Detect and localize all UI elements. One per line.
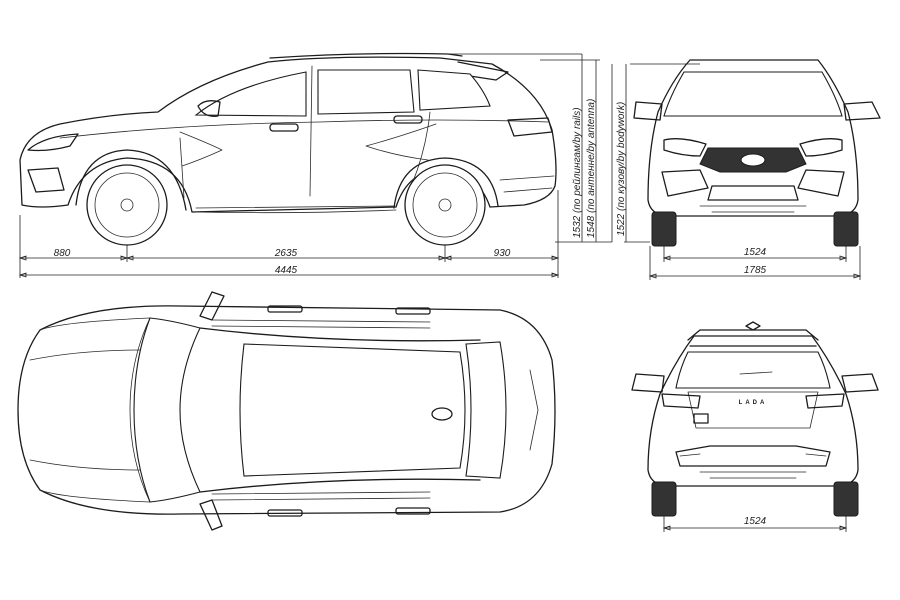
rear-quarter-window [417, 69, 491, 111]
rear-badge-lada: LADA [739, 400, 768, 406]
shoulder-line [59, 119, 549, 139]
front-tyre-left [651, 211, 677, 247]
top-rear-wheel-right [395, 507, 431, 515]
front-mirror-right [843, 101, 881, 121]
shark-fin-antenna [431, 407, 453, 421]
front-door-seam [179, 137, 185, 199]
top-tailgate [529, 369, 539, 451]
rear-reflector-right [805, 453, 827, 457]
rear-door-seam [411, 111, 431, 185]
front-door-sculpt [179, 131, 223, 167]
rear-wheel-arch [393, 157, 499, 209]
b-pillar [309, 65, 313, 197]
top-front-wheel-right [267, 509, 303, 517]
rear-view: LADA 1524 [631, 321, 879, 532]
dim-front-track: 1524 [744, 247, 767, 258]
top-mirror-left [199, 291, 225, 321]
side-body-outline [19, 56, 557, 213]
front-tyre-right [833, 211, 859, 247]
front-mirror-left [633, 101, 663, 121]
dim-rear-track: 1524 [744, 516, 767, 527]
rear-door-handle [393, 115, 423, 124]
front-wheel [86, 164, 168, 246]
lada-front-emblem [740, 153, 766, 167]
roof-rail-top-right [199, 478, 481, 493]
rear-skid [699, 471, 807, 479]
rear-window [675, 351, 831, 389]
top-side-window-right [211, 491, 431, 501]
front-wheel-arch [75, 149, 187, 211]
headlight-left [663, 138, 707, 157]
front-door-handle [269, 123, 299, 132]
top-rear-wheel-left [395, 307, 431, 315]
skid-plate [699, 205, 807, 213]
dim-height-body: 1522 (по кузову/by bodywork) [616, 102, 627, 236]
rear-reflector-left [679, 453, 701, 457]
rear-roof-rail [687, 329, 819, 341]
dim-height-antenna: 1548 (по антенне/by antenna) [586, 99, 597, 238]
side-taillight [507, 117, 553, 137]
roof-rail-top-left [199, 327, 481, 342]
hood-crease-lower [29, 459, 141, 471]
top-view [17, 291, 556, 531]
tailgate-panel [687, 391, 819, 429]
dim-length: 4445 [275, 265, 298, 276]
taillight-left [661, 393, 701, 409]
fog-intake-left [661, 169, 709, 197]
hood-crease-upper [29, 349, 141, 361]
dim-rear-overhang: 930 [494, 248, 511, 259]
rear-spoiler [457, 61, 509, 81]
license-plate-area [693, 413, 709, 424]
dim-wheelbase: 2635 [274, 248, 298, 259]
taillight-right [805, 393, 845, 409]
dim-width: 1785 [744, 265, 767, 276]
rear-mirror-left [631, 373, 665, 393]
rear-tyre-right [833, 481, 859, 517]
windshield [663, 71, 843, 117]
rear-mirror-right [841, 373, 879, 393]
side-rear-bumper [499, 175, 555, 193]
rear-tyre-left [651, 481, 677, 517]
front-view: 1522 (по кузову/by bodywork) 1524 1785 [616, 59, 881, 280]
top-body-outline [17, 305, 556, 515]
sill-line-lower [195, 209, 397, 214]
dim-front-overhang: 880 [54, 248, 71, 259]
headlight-right [799, 138, 843, 157]
top-windshield [133, 317, 201, 503]
rear-wheel [404, 164, 486, 246]
side-dimensions: 880 2635 930 4445 1532 (по рейлингам/by … [18, 53, 613, 278]
side-view [19, 52, 557, 246]
top-side-window-left [211, 319, 431, 329]
lower-grille [707, 185, 799, 201]
roof-rail [269, 52, 463, 59]
side-front-bumper-intake [27, 167, 65, 193]
rear-wiper [739, 371, 773, 375]
fog-intake-right [797, 169, 845, 197]
top-front-wheel-left [267, 305, 303, 313]
rear-lada-emblem [745, 321, 761, 331]
rear-door-window [317, 69, 415, 115]
front-door-window [194, 71, 307, 117]
top-mirror-right [199, 499, 223, 531]
roof-panel [239, 343, 466, 477]
dim-height-rails: 1532 (по рейлингам/by rails) [572, 107, 583, 238]
rear-door-sculpt [365, 123, 437, 161]
rear-bumper-diffuser [675, 445, 831, 467]
hood [39, 317, 151, 503]
top-rear-window [465, 341, 507, 479]
sill-line [195, 205, 395, 209]
side-mirror [197, 100, 221, 117]
side-headlight [27, 133, 79, 152]
